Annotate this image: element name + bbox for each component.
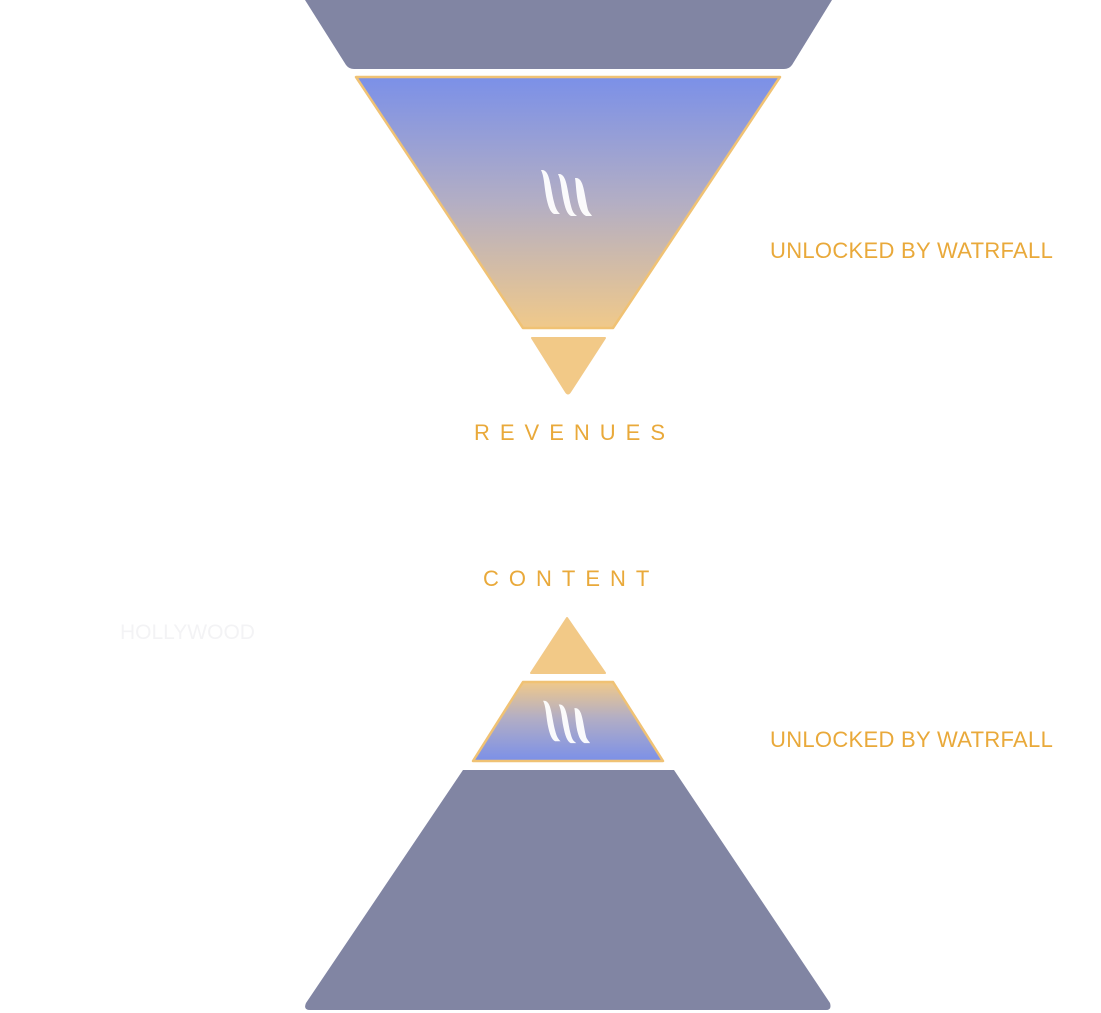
revenues-unlock-label: UNLOCKED BY WATRFALL [770, 238, 1054, 263]
content-title: CONTENT [483, 566, 660, 591]
revenues-title: REVENUES [474, 420, 676, 445]
content-unlock-label: UNLOCKED BY WATRFALL [770, 727, 1054, 752]
content-base-band [305, 770, 831, 1010]
revenues-top-band [305, 0, 832, 69]
content-tip [530, 617, 606, 674]
hollywood-label: HOLLYWOOD [120, 621, 255, 644]
revenues-tip [531, 337, 606, 395]
